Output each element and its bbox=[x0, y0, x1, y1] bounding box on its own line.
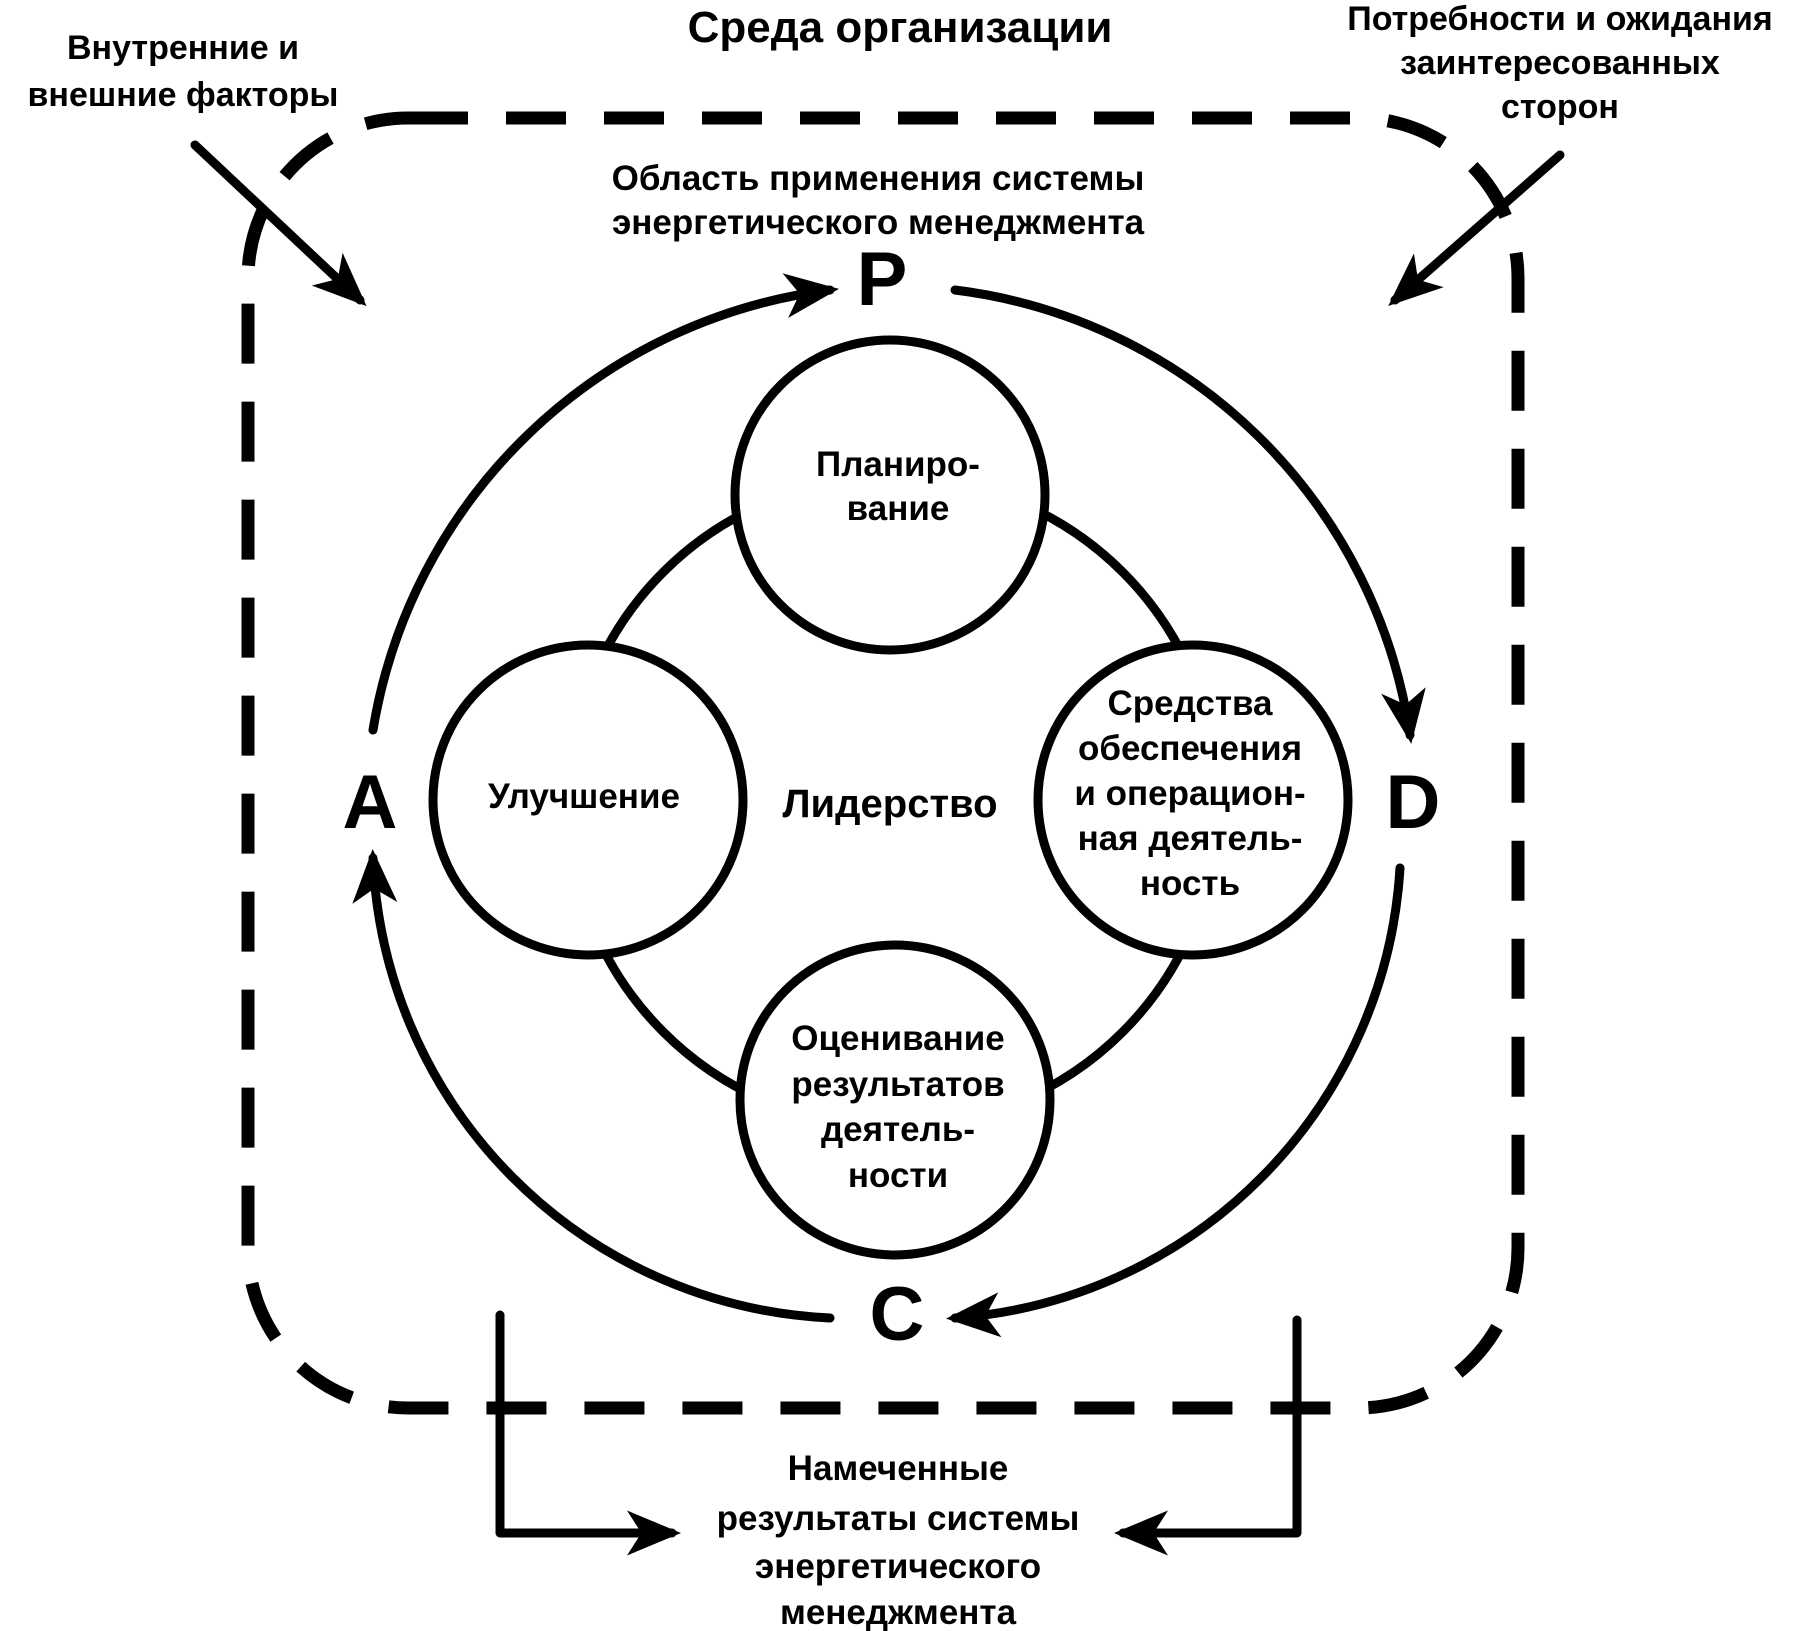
outcomes-label-line-3: энергетического bbox=[755, 1547, 1041, 1586]
outcome-arrow-left bbox=[495, 1310, 681, 1556]
evaluation-label-line-1: Оценивание bbox=[791, 1019, 1005, 1058]
arrow-a-to-p bbox=[368, 273, 839, 735]
stakeholders-label-line-2: заинтересованных bbox=[1400, 44, 1720, 82]
cycle-letter-a: A bbox=[343, 760, 398, 845]
improvement-label: Улучшение bbox=[488, 777, 680, 816]
factors-label-line-2: внешние факторы bbox=[28, 76, 339, 114]
arrow-p-to-d bbox=[950, 285, 1426, 744]
outcomes-label-line-4: менеджмента bbox=[780, 1593, 1017, 1631]
cycle-letter-d: D bbox=[1386, 760, 1441, 845]
improvement-circle bbox=[428, 640, 748, 960]
evaluation-label-line-3: деятель- bbox=[821, 1110, 975, 1149]
cycle-letter-p: P bbox=[857, 237, 908, 322]
support-operation-circle bbox=[1033, 640, 1353, 960]
scope-label-line-2: энергетического менеджмента bbox=[612, 203, 1145, 242]
evaluation-label-line-2: результатов bbox=[791, 1065, 1004, 1104]
support-label-line-3: и операцион- bbox=[1074, 774, 1305, 813]
stakeholders-label-line-1: Потребности и ожидания bbox=[1347, 0, 1772, 38]
factors-label-line-1: Внутренние и bbox=[67, 29, 299, 67]
support-label-line-1: Средства bbox=[1107, 684, 1273, 723]
evaluation-circle bbox=[735, 940, 1055, 1260]
planning-label-line-1: Планиро- bbox=[816, 445, 980, 484]
leadership-label: Лидерство bbox=[782, 782, 997, 826]
cycle-letter-c: C bbox=[870, 1272, 925, 1357]
organization-boundary bbox=[241, 111, 1525, 1415]
organization-environment-title: Среда организации bbox=[688, 3, 1113, 52]
stakeholders-arrow bbox=[1388, 150, 1565, 306]
outcomes-label-line-1: Намеченные bbox=[788, 1449, 1009, 1488]
outcome-arrow-right bbox=[1114, 1315, 1302, 1556]
arrow-d-to-c bbox=[946, 863, 1405, 1338]
planning-label-line-2: вание bbox=[847, 489, 950, 528]
support-label-line-5: ность bbox=[1140, 864, 1240, 903]
arrow-c-to-a bbox=[352, 849, 835, 1323]
support-label-line-2: обеспечения bbox=[1078, 729, 1302, 768]
stakeholders-label-line-3: сторон bbox=[1501, 88, 1619, 126]
scope-label-line-1: Область применения системы bbox=[612, 159, 1145, 198]
support-label-line-4: ная деятель- bbox=[1078, 819, 1303, 858]
factors-arrow bbox=[190, 140, 367, 307]
outcomes-label-line-2: результаты системы bbox=[717, 1499, 1080, 1538]
planning-circle bbox=[730, 335, 1050, 655]
evaluation-label-line-4: ности bbox=[848, 1156, 948, 1195]
